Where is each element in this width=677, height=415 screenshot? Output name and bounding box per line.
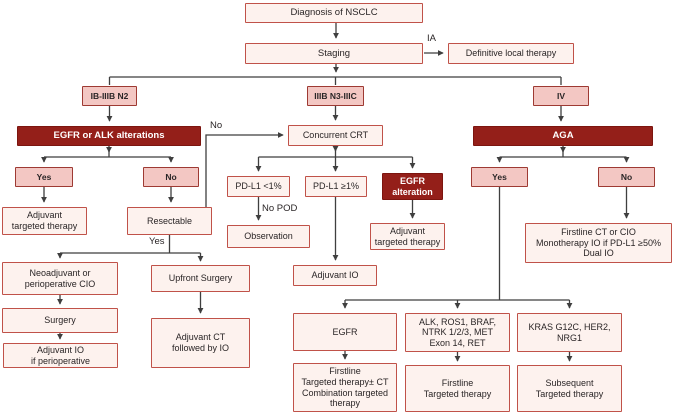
node-upfront-surgery: Upfront Surgery [151, 265, 250, 292]
node-firstline-targeted-ct-combination: Firstline Targeted therapy± CT Combinati… [293, 363, 397, 412]
node-firstline-ct-cio: Firstline CT or CIO Monotherapy IO if PD… [525, 223, 672, 263]
node-egfr-alteration: EGFR alteration [382, 173, 443, 200]
node-staging: Staging [245, 43, 423, 64]
node-yes-egfr-alk: Yes [15, 167, 73, 187]
edge-label-no-pod: No POD [262, 203, 298, 214]
node-alk-ros1-braf-ntrk-met-ret: ALK, ROS1, BRAF, NTRK 1/2/3, MET Exon 14… [405, 313, 510, 352]
node-stage-iv: IV [533, 86, 589, 106]
node-adjuvant-ct-followed-by-io: Adjuvant CT followed by IO [151, 318, 250, 368]
node-definitive-local-therapy: Definitive local therapy [448, 43, 574, 64]
node-observation: Observation [227, 225, 310, 248]
edge-label-no-to-crt: No [210, 120, 223, 131]
node-surgery: Surgery [2, 308, 118, 333]
node-pdl1-ge1: PD-L1 ≥1% [305, 176, 367, 197]
node-aga: AGA [473, 126, 653, 146]
node-adjuvant-targeted-therapy-mid: Adjuvant targeted therapy [370, 223, 445, 250]
node-egfr: EGFR [293, 313, 397, 351]
edge-label-ia: IA [427, 33, 436, 44]
node-egfr-alk-alterations: EGFR or ALK alterations [17, 126, 201, 146]
node-firstline-targeted-therapy: Firstline Targeted therapy [405, 365, 510, 412]
node-adjuvant-io-if-perioperative: Adjuvant IO if perioperative [3, 343, 118, 368]
node-no-aga: No [598, 167, 655, 187]
node-concurrent-crt: Concurrent CRT [288, 125, 383, 146]
node-diagnosis-nsclc: Diagnosis of NSCLC [245, 3, 423, 23]
node-neoadjuvant-perioperative-cio: Neoadjuvant or perioperative CIO [2, 262, 118, 295]
node-stage-iiib-n3-iiic: IIIB N3-IIIC [307, 86, 364, 106]
node-stage-ib-iiib-n2: IB-IIIB N2 [82, 86, 137, 106]
node-kras-her2-nrg1: KRAS G12C, HER2, NRG1 [517, 313, 622, 352]
node-yes-aga: Yes [471, 167, 528, 187]
node-pdl1-lt1: PD-L1 <1% [227, 176, 290, 197]
edge-label-yes-resectable: Yes [149, 236, 165, 247]
node-adjuvant-io: Adjuvant IO [293, 265, 377, 286]
node-subsequent-targeted-therapy: Subsequent Targeted therapy [517, 365, 622, 412]
node-no-egfr-alk: No [143, 167, 199, 187]
node-resectable: Resectable [127, 207, 212, 235]
node-adjuvant-targeted-therapy-left: Adjuvant targeted therapy [2, 207, 87, 235]
